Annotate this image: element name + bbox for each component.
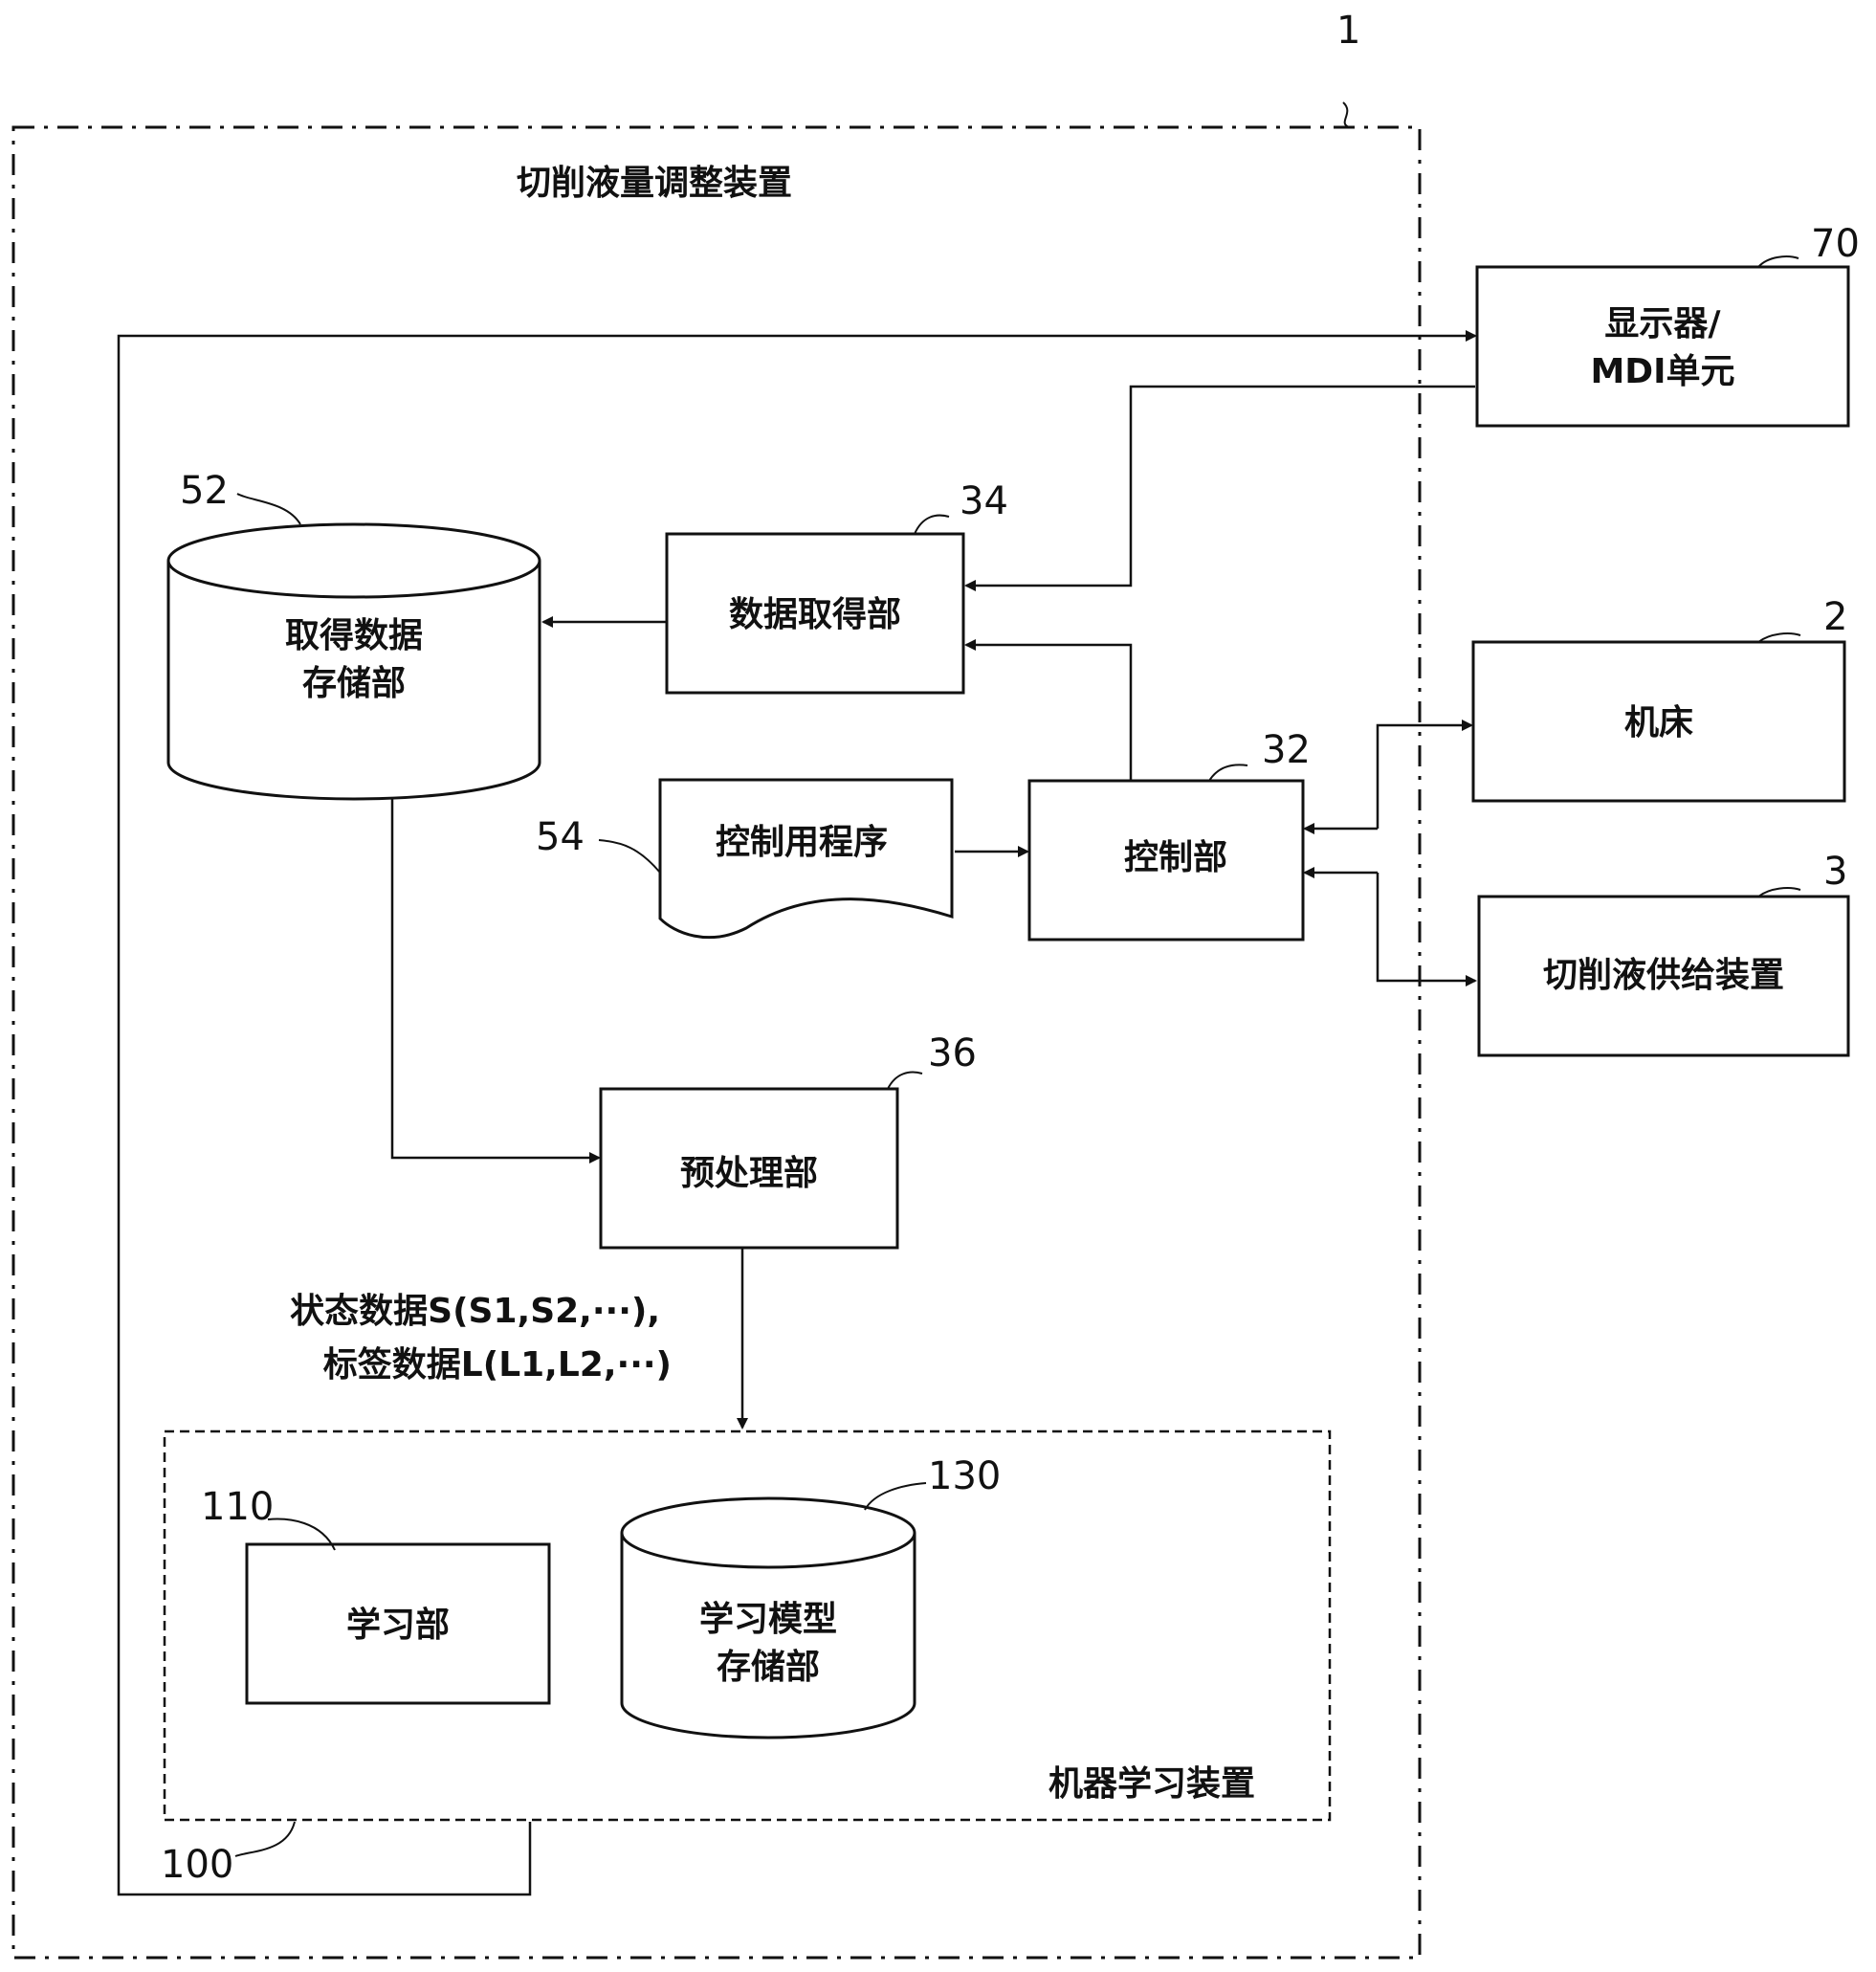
wire-display-to-acquisition [964, 385, 1475, 591]
machine-tool-box [1471, 640, 1846, 803]
acquired-data-storage-body [166, 561, 541, 801]
control-unit-label: 控制部 [1124, 838, 1227, 877]
learning-unit-ref: 110 [201, 1485, 274, 1529]
control-unit-ref-leader [1208, 764, 1248, 782]
wire-control-to-machine [1376, 720, 1473, 829]
display-mdi-label-line1: 显示器/ [1604, 304, 1721, 343]
control-program: 控制用程序 54 [536, 778, 954, 940]
coolant-supply-ref-leader [1757, 887, 1801, 897]
state-data-label: 状态数据S(S1,S2,···), [290, 1292, 660, 1331]
outer-frame-title: 切削液量调整装置 [517, 164, 792, 203]
learning-unit-ref-leader [267, 1518, 336, 1551]
control-program-shape [658, 778, 954, 940]
acquired-data-storage-label-line2: 存储部 [302, 664, 406, 703]
preprocessing-box [599, 1087, 899, 1250]
wire-control-to-acquisition [964, 639, 1133, 780]
outer-frame-ref-leader [1342, 101, 1350, 128]
display-mdi-unit: 显示器/ MDI单元 70 [1475, 222, 1860, 428]
data-acquisition-unit: 数据取得部 34 [665, 479, 1008, 695]
outer-frame-ref: 1 [1336, 9, 1360, 53]
ml-device-frame [163, 1429, 1332, 1822]
preprocessing-label: 预处理部 [680, 1154, 818, 1193]
display-mdi-ref: 70 [1811, 222, 1860, 266]
display-mdi-box [1475, 265, 1850, 428]
control-unit-ref: 32 [1262, 728, 1311, 772]
model-storage-label-line2: 存储部 [717, 1648, 820, 1687]
model-storage-ref-leader [864, 1482, 927, 1511]
model-storage-ref: 130 [928, 1454, 1001, 1498]
acquired-data-storage-ref-leader [236, 493, 301, 525]
machine-tool-ref-leader [1757, 632, 1801, 643]
acquired-data-storage-top [166, 522, 541, 599]
coolant-supply-ref: 3 [1823, 850, 1847, 894]
model-storage-body [620, 1533, 916, 1739]
model-storage-top [620, 1496, 916, 1569]
acquired-data-storage: 取得数据 存储部 52 [166, 469, 541, 801]
machine-tool-label: 机床 [1624, 703, 1693, 742]
display-mdi-label-line2: MDI单元 [1590, 352, 1734, 391]
data-acquisition-ref: 34 [960, 479, 1008, 523]
data-acquisition-label: 数据取得部 [729, 595, 901, 634]
display-mdi-ref-leader [1757, 255, 1799, 268]
preprocessing-ref-leader [887, 1071, 923, 1090]
model-storage-label-line1: 学习模型 [699, 1599, 837, 1639]
learning-unit-label: 学习部 [346, 1605, 450, 1645]
control-program-ref-leader [598, 839, 661, 874]
machine-tool: 机床 2 [1471, 595, 1847, 803]
control-program-ref: 54 [536, 815, 585, 859]
data-acquisition-ref-leader [914, 514, 950, 535]
ml-device-title: 机器学习装置 [1048, 1763, 1255, 1804]
label-data-label: 标签数据L(L1,L2,···) [323, 1345, 672, 1385]
control-program-label: 控制用程序 [716, 823, 888, 862]
wire-storage-to-preprocessing [390, 752, 601, 1163]
machine-tool-ref: 2 [1823, 595, 1847, 639]
ml-device-ref: 100 [161, 1843, 233, 1887]
outer-frame: 切削液量调整装置 1 [11, 9, 1422, 1960]
data-acquisition-box [665, 532, 965, 695]
learning-unit-box [245, 1542, 551, 1705]
connections [117, 330, 1477, 1896]
coolant-supply-box [1477, 895, 1850, 1057]
wire-ml-to-display [117, 330, 1477, 1896]
preprocessing-ref: 36 [928, 1031, 977, 1075]
ml-device: 机器学习装置 100 学习部 110 学习模型 存储部 130 [161, 1429, 1332, 1887]
acquired-data-storage-ref: 52 [180, 469, 229, 513]
control-unit: 控制部 32 [1027, 728, 1311, 942]
acquired-data-storage-label-line1: 取得数据 [285, 616, 423, 655]
control-unit-box [1027, 779, 1305, 942]
wire-control-to-coolant [1376, 873, 1477, 986]
preprocessing-unit: 预处理部 36 [599, 1031, 977, 1250]
coolant-supply-device: 切削液供给装置 3 [1477, 850, 1850, 1057]
coolant-supply-label: 切削液供给装置 [1543, 956, 1784, 995]
ml-device-ref-leader [234, 1821, 296, 1857]
